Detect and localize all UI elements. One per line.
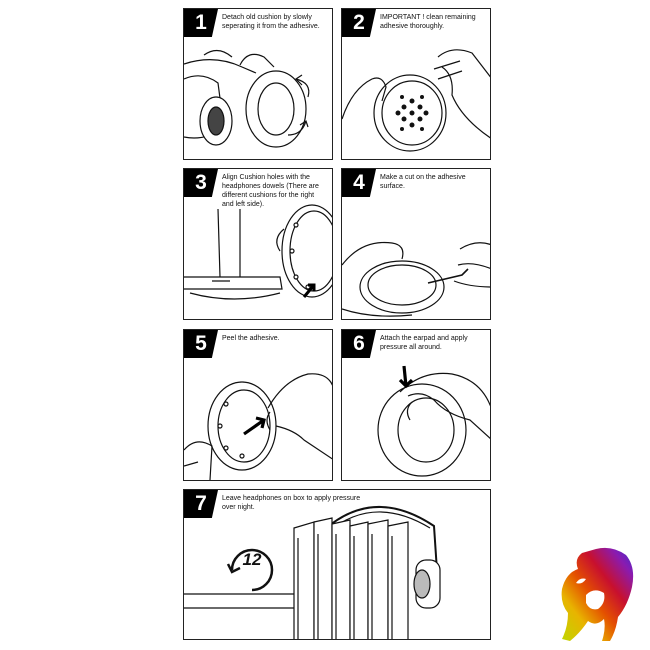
step-4-panel: 4 Make a cut on the adhesive surface.: [341, 168, 491, 320]
step-instruction: Detach old cushion by slowly seperating …: [222, 13, 326, 31]
clock-label: 12: [234, 550, 270, 570]
arrow-icon: [400, 366, 412, 386]
step-6-panel: 6 Attach the earpad and apply pressure a…: [341, 329, 491, 481]
step-instruction: Align Cushion holes with the headphones …: [222, 173, 326, 209]
step-5-panel: 5 Peel the adhesive.: [183, 329, 333, 481]
step-3-panel: 3 Align Cushion holes with the headphone…: [183, 168, 333, 320]
step-1-panel: 1 Detach old cushion by slowly seperatin…: [183, 8, 333, 160]
step-7-illustration: [184, 490, 491, 640]
step-7-panel: 12 7 Leave headphones on box to apply pr…: [183, 489, 491, 640]
step-2-panel: 2 IMPORTANT ! clean remaining adhesive t…: [341, 8, 491, 160]
step-instruction: Peel the adhesive.: [222, 334, 326, 343]
brand-logo-icon: [556, 543, 638, 643]
step-instruction: Leave headphones on box to apply pressur…: [222, 494, 362, 512]
step-instruction: Make a cut on the adhesive surface.: [380, 173, 484, 191]
step-instruction: IMPORTANT ! clean remaining adhesive tho…: [380, 13, 484, 31]
step-instruction: Attach the earpad and apply pressure all…: [380, 334, 484, 352]
